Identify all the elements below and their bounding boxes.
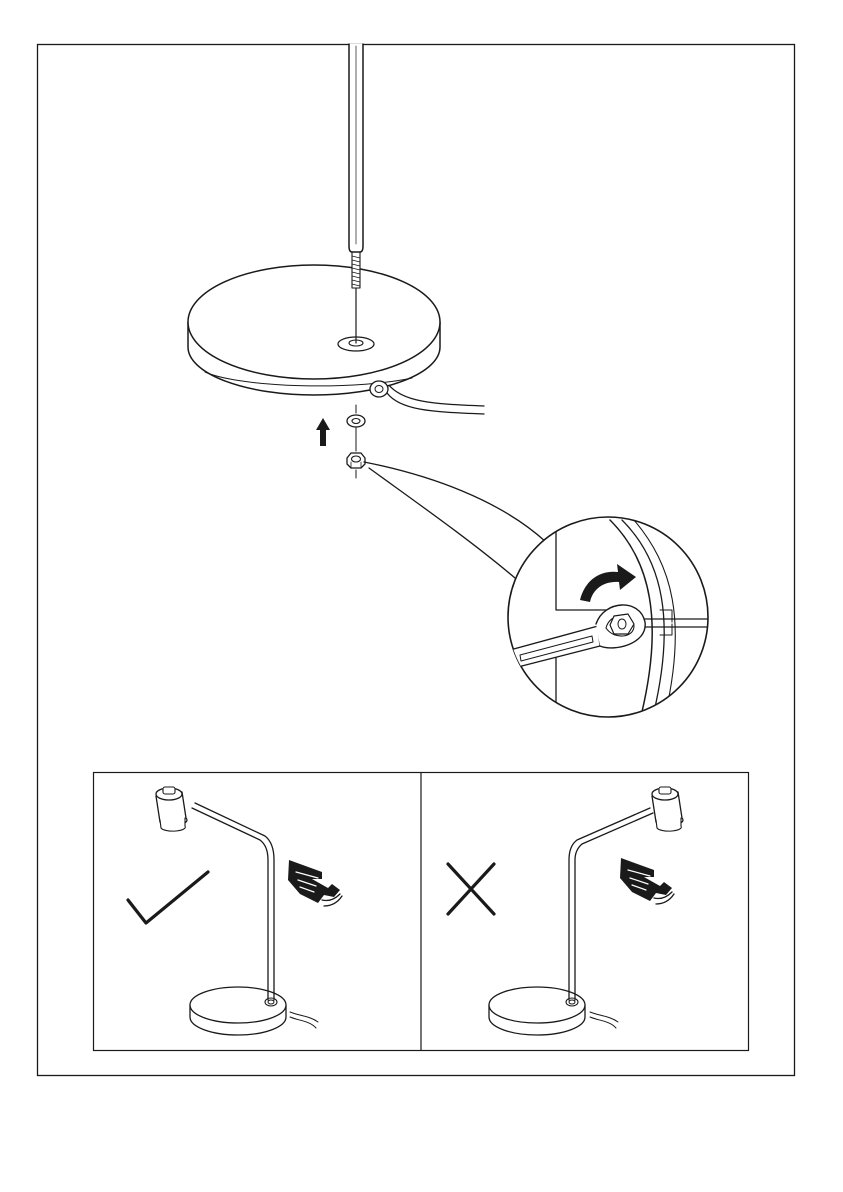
pointing-hand-icon bbox=[620, 858, 674, 904]
main-assembly-step bbox=[188, 44, 720, 720]
panel-correct bbox=[128, 787, 342, 1035]
panel-incorrect bbox=[448, 787, 683, 1035]
lamp-stem bbox=[349, 44, 363, 252]
cross-icon bbox=[448, 864, 494, 914]
lamp-head bbox=[652, 787, 683, 831]
lamp-base bbox=[188, 265, 440, 397]
hex-nut bbox=[347, 453, 365, 468]
washer bbox=[347, 415, 365, 427]
arrow-up-icon bbox=[316, 418, 330, 446]
checkmark-icon bbox=[128, 872, 208, 923]
pointing-hand-icon bbox=[288, 860, 342, 906]
lamp-head bbox=[156, 787, 187, 831]
callout-leader bbox=[364, 462, 546, 578]
detail-callout bbox=[508, 517, 720, 720]
